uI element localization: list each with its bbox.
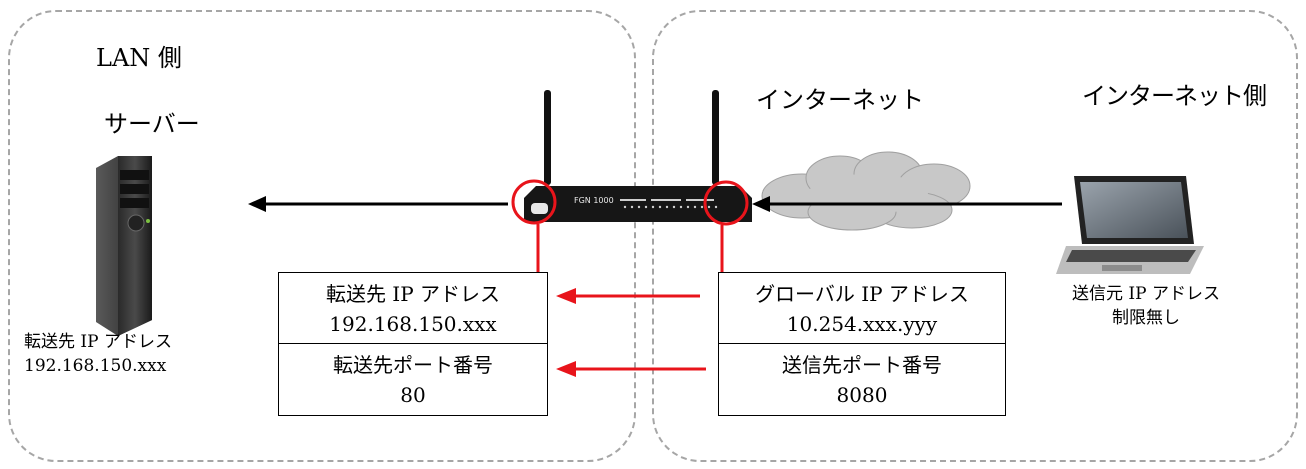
router-model-label: FGN 1000 xyxy=(574,196,614,205)
internet-cloud-icon xyxy=(761,151,971,231)
traffic-arrow-router-to-server xyxy=(248,196,508,212)
lan-port-cell: 転送先ポート番号 80 xyxy=(278,343,548,416)
server-title: サーバー xyxy=(104,110,200,138)
internet-title: インターネット xyxy=(756,86,924,114)
ip-mapping-arrow xyxy=(556,288,700,304)
wan-port-label: 送信先ポート番号 xyxy=(782,353,942,377)
server-caption-ip-value: 192.168.150.xxx xyxy=(24,356,167,376)
laptop-caption: 送信元 IP アドレス 制限無し xyxy=(1052,282,1240,330)
server-caption-ip-label: 転送先 IP アドレス xyxy=(24,332,172,352)
laptop-caption-ip-label: 送信元 IP アドレス xyxy=(1072,284,1220,304)
traffic-arrow-laptop-to-router xyxy=(752,196,1062,212)
server-caption: 転送先 IP アドレス 192.168.150.xxx xyxy=(24,330,172,378)
lan-ip-cell: 転送先 IP アドレス 192.168.150.xxx xyxy=(278,272,548,345)
wan-port-value: 8080 xyxy=(836,383,888,407)
lan-port-value: 80 xyxy=(400,383,426,407)
router-icon xyxy=(524,90,752,222)
lan-ip-label: 転送先 IP アドレス xyxy=(325,282,501,306)
laptop-caption-restriction: 制限無し xyxy=(1112,308,1180,328)
wan-ip-value: 10.254.xxx.yyy xyxy=(786,312,938,336)
wan-ip-cell: グローバル IP アドレス 10.254.xxx.yyy xyxy=(718,272,1006,345)
lan-side-label: LAN 側 xyxy=(96,44,182,72)
wan-port-highlight xyxy=(703,180,749,275)
lan-port-label: 転送先ポート番号 xyxy=(333,353,493,377)
internet-zone xyxy=(652,10,1298,462)
lan-port-highlight xyxy=(511,179,557,275)
wan-port-cell: 送信先ポート番号 8080 xyxy=(718,343,1006,416)
server-icon xyxy=(96,156,152,336)
wan-ip-label: グローバル IP アドレス xyxy=(755,282,969,306)
port-mapping-arrow xyxy=(556,361,706,377)
lan-ip-value: 192.168.150.xxx xyxy=(329,312,497,336)
laptop-icon xyxy=(1056,176,1204,274)
internet-side-label: インターネット側 xyxy=(1082,82,1267,110)
lan-zone xyxy=(8,10,636,462)
